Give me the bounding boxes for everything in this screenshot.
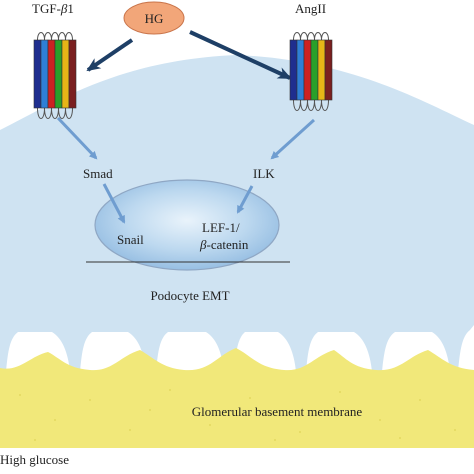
hg-label: HG xyxy=(145,11,164,26)
tgf-receptor-icon xyxy=(33,32,77,119)
receptor-loop xyxy=(307,32,315,41)
arrow-hg-to-angii xyxy=(189,30,292,80)
receptor-helix xyxy=(61,39,70,109)
catenin-label: β-catenin xyxy=(199,237,249,252)
receptor-loop xyxy=(314,32,322,41)
receptor-helix xyxy=(40,39,49,109)
arrow-angii-to-ilk xyxy=(270,118,316,160)
arrow-smad-to-snail xyxy=(102,183,126,224)
hg-node xyxy=(123,1,185,35)
arrow-hg-to-tgf xyxy=(86,38,134,72)
tgf-suffix: 1 xyxy=(67,1,74,16)
receptor-helix xyxy=(296,39,305,101)
tgf-label: TGF-β1 xyxy=(32,1,74,16)
receptor-loop xyxy=(321,32,329,41)
receptor-loop xyxy=(65,107,73,119)
catenin-beta: β xyxy=(199,237,207,252)
snail-label: Snail xyxy=(117,232,144,247)
receptor-loop xyxy=(300,32,308,41)
receptor-loop xyxy=(58,32,66,41)
receptor-helix xyxy=(310,39,319,101)
receptor-helix xyxy=(47,39,56,109)
receptor-loop xyxy=(65,32,73,41)
receptor-loop xyxy=(293,32,301,41)
receptor-loop xyxy=(51,32,59,41)
receptor-helix xyxy=(324,39,333,101)
arrow-ilk-to-lef1 xyxy=(236,185,254,214)
arrow-tgf-to-smad xyxy=(56,116,98,160)
receptor-helix xyxy=(289,39,298,101)
smad-label: Smad xyxy=(83,166,113,181)
receptor-loop xyxy=(321,99,329,111)
nucleus xyxy=(94,179,280,271)
footer-caption: High glucose xyxy=(0,452,69,467)
receptor-helix xyxy=(33,39,42,109)
catenin-suffix: -catenin xyxy=(206,237,248,252)
lef1-label: LEF-1/ xyxy=(202,220,240,235)
angii-label: AngII xyxy=(295,1,326,16)
glomerular-basement-membrane xyxy=(0,348,474,448)
gbm-dots xyxy=(19,389,456,441)
angii-receptor-icon xyxy=(289,32,333,111)
gbm-label: Glomerular basement membrane xyxy=(192,404,363,419)
receptor-helix xyxy=(68,39,77,109)
receptor-helix xyxy=(317,39,326,101)
receptor-loop xyxy=(44,32,52,41)
receptor-helix xyxy=(303,39,312,101)
receptor-loop xyxy=(37,32,45,41)
podocyte-emt-label: Podocyte EMT xyxy=(150,288,229,303)
receptor-helix xyxy=(54,39,63,109)
ilk-label: ILK xyxy=(253,166,275,181)
tgf-prefix: TGF- xyxy=(32,1,61,16)
tgf-beta: β xyxy=(60,1,68,16)
